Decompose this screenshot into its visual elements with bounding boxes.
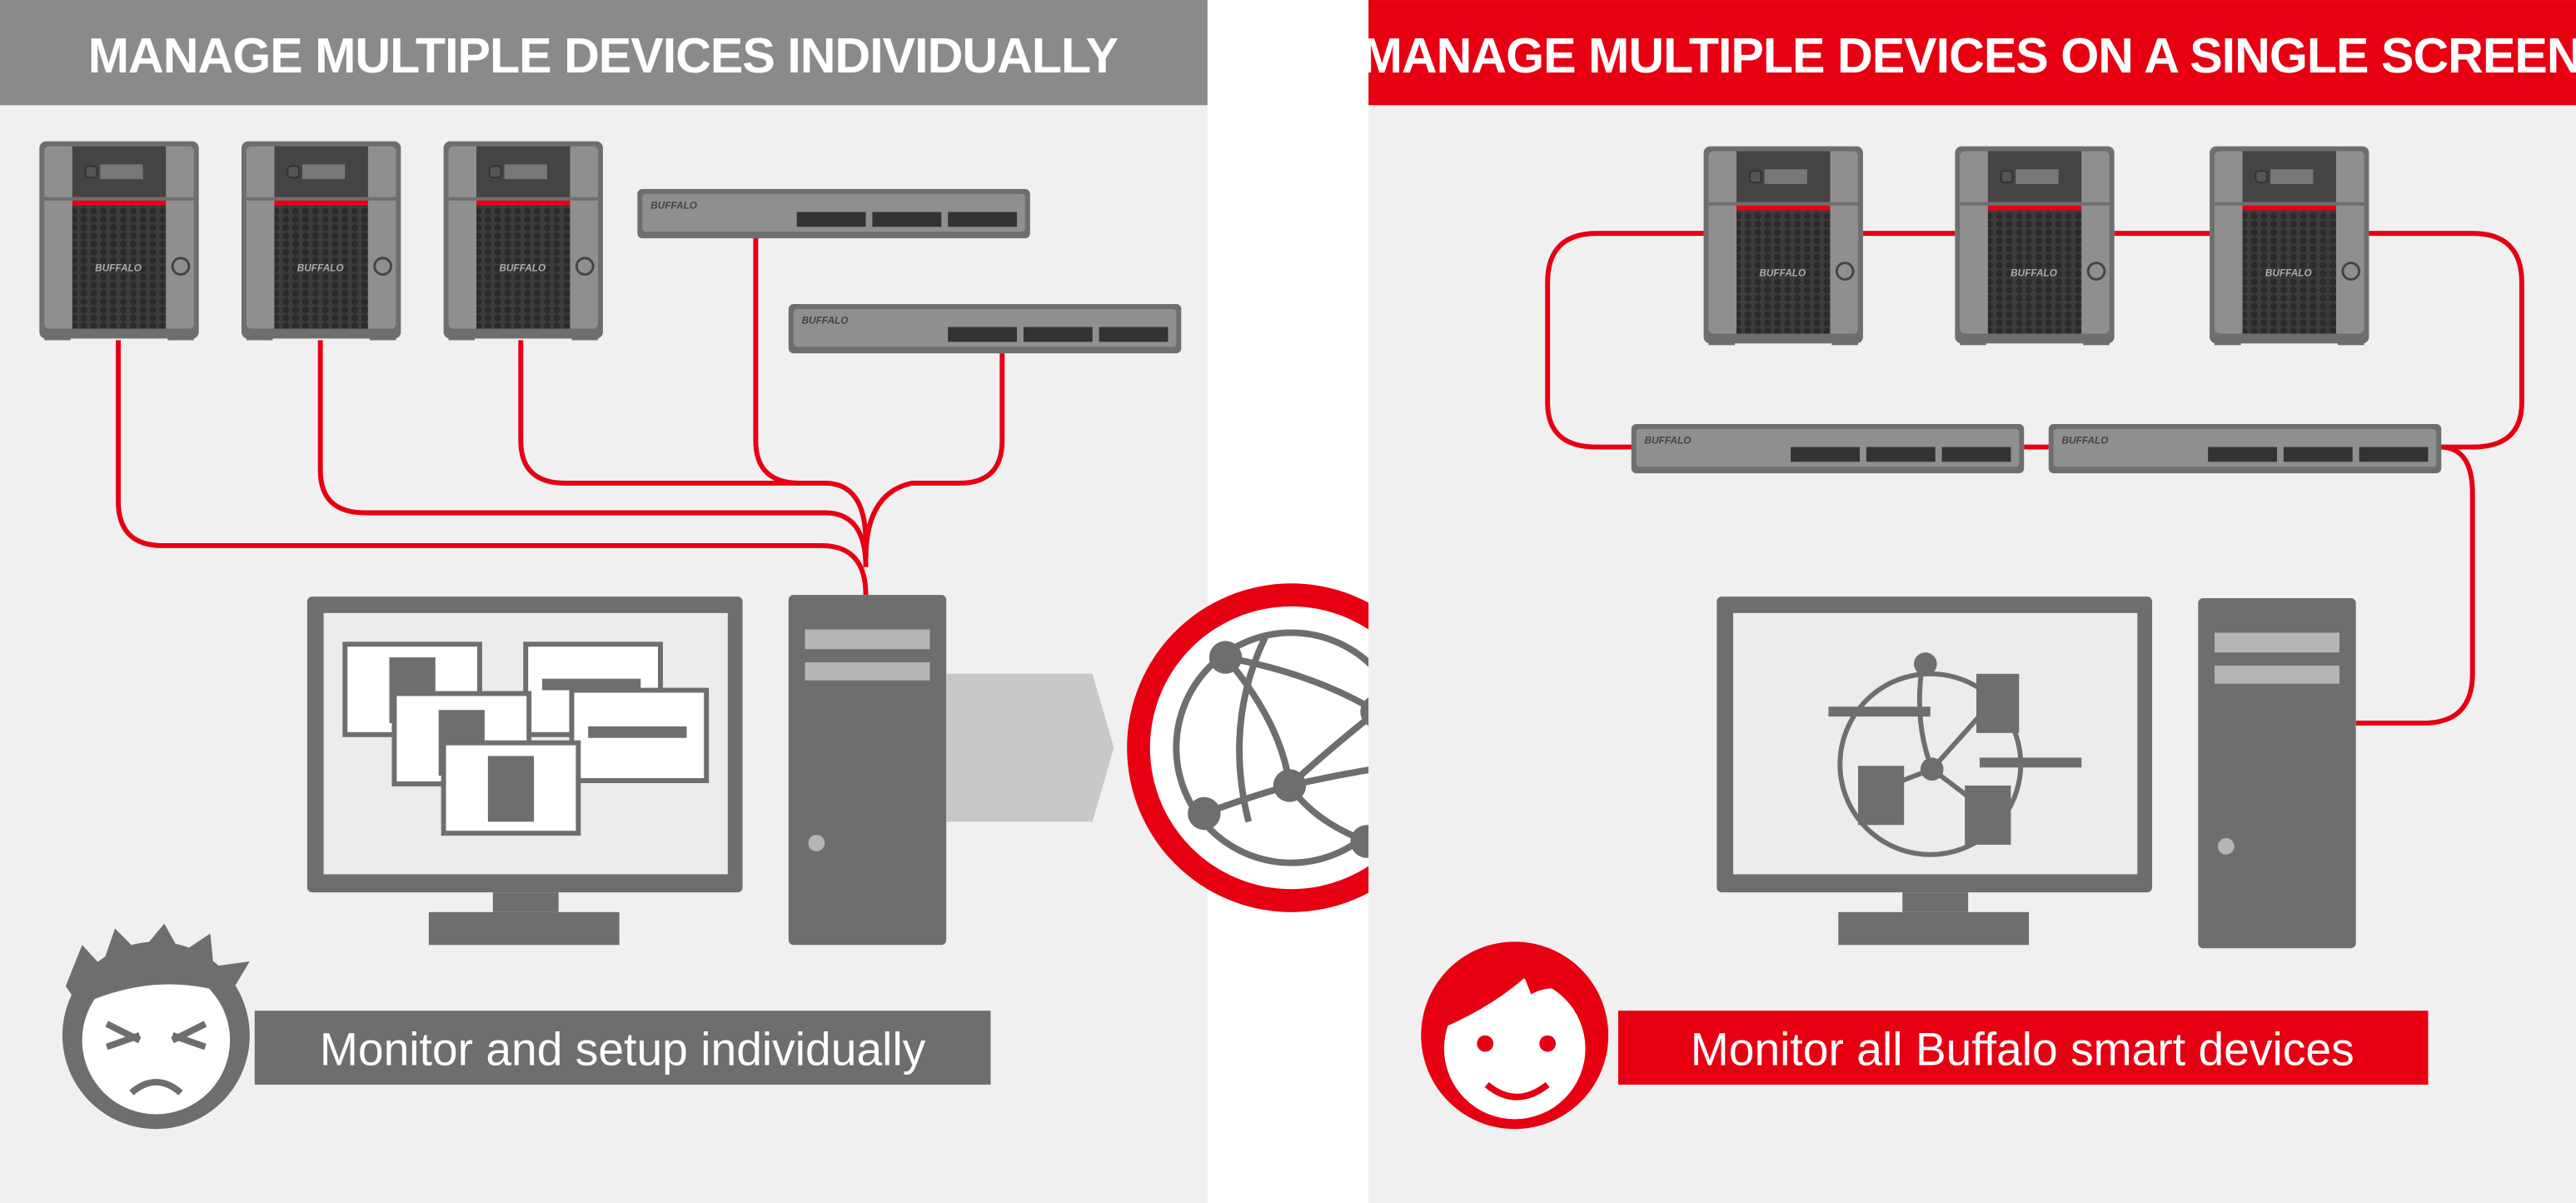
cables-right <box>1545 231 2524 726</box>
left-title: MANAGE MULTIPLE DEVICES INDIVIDUALLY <box>88 27 1119 83</box>
smiling-face-icon <box>1421 941 1609 1130</box>
nas-device <box>1953 145 2116 347</box>
right-header <box>1368 0 2576 106</box>
network-switch <box>1631 423 2025 474</box>
brand-logo: BUFFALO <box>95 262 142 274</box>
right-caption: Monitor all Buffalo smart devices <box>1691 1023 2354 1075</box>
brand-logo: BUFFALO <box>1759 267 1806 278</box>
right-panel: MANAGE MULTIPLE DEVICES ON A SINGLE SCRE… <box>1362 0 2576 1203</box>
brand-logo: BUFFALO <box>650 200 697 212</box>
left-caption-box <box>254 1011 991 1085</box>
nas-device <box>442 140 605 342</box>
left-caption: Monitor and setup individually <box>320 1023 926 1075</box>
left-header <box>0 0 1208 106</box>
nas-device <box>1702 145 1865 347</box>
right-caption-box <box>1617 1011 2429 1085</box>
network-switch <box>788 303 1182 354</box>
pc-tower <box>2198 598 2356 949</box>
brand-logo: BUFFALO <box>802 315 849 327</box>
brand-logo: BUFFALO <box>2010 267 2057 278</box>
pc-tower <box>788 595 947 946</box>
unified-dashboard <box>1828 652 2082 857</box>
brand-logo: BUFFALO <box>1645 435 1692 447</box>
multiple-windows <box>342 641 710 836</box>
cables-left <box>116 238 1005 596</box>
brand-logo: BUFFALO <box>499 262 546 274</box>
nas-device <box>37 140 201 342</box>
network-switch <box>2048 423 2442 474</box>
nas-device <box>240 140 402 342</box>
brand-logo: BUFFALO <box>2062 435 2109 447</box>
brand-logo: BUFFALO <box>297 262 344 274</box>
frustrated-face-icon <box>62 923 250 1130</box>
nas-device <box>2208 145 2370 347</box>
left-panel: MANAGE MULTIPLE DEVICES INDIVIDUALLY BUF… <box>0 0 1208 1203</box>
brand-logo: BUFFALO <box>2265 267 2312 278</box>
right-title: MANAGE MULTIPLE DEVICES ON A SINGLE SCRE… <box>1362 27 2576 83</box>
network-switch <box>637 188 1030 239</box>
